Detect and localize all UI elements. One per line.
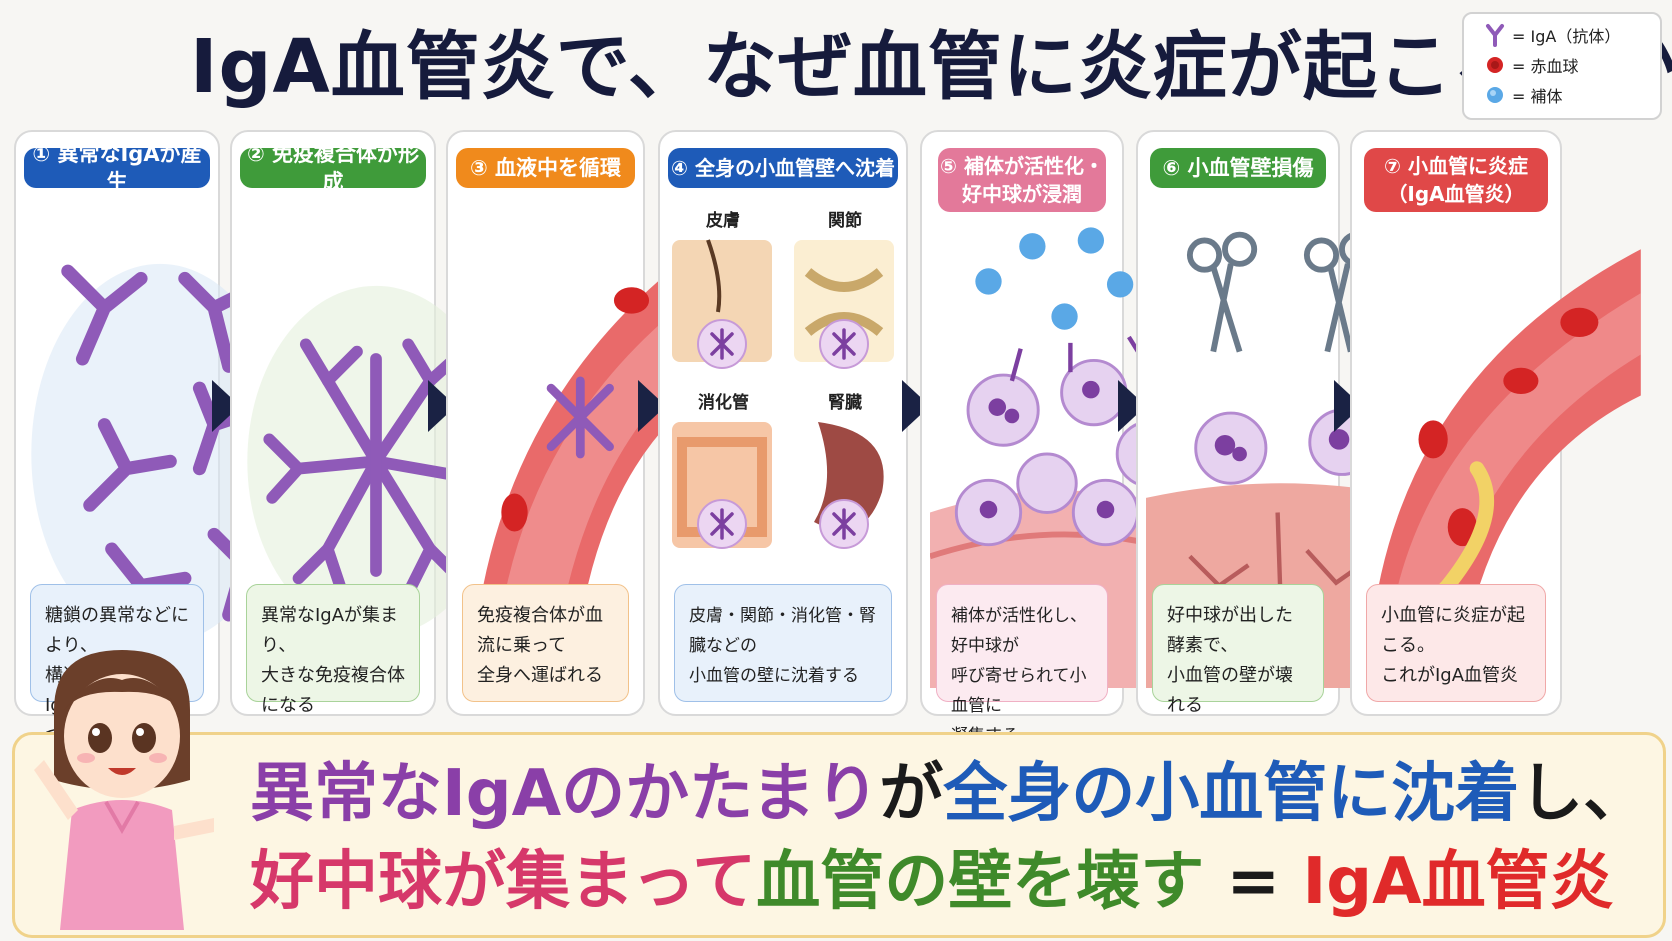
summary-phrase: し、: [1519, 757, 1648, 831]
step-5-badge: ⑤ 補体が活性化・ 好中球が浸潤: [938, 148, 1106, 212]
step-7-description: 小血管に炎症が起こる。 これがIgA血管炎: [1366, 584, 1546, 702]
step-4-description: 皮膚・関節・消化管・腎臓などの 小血管の壁に沈着する: [674, 584, 892, 702]
step-7-badge: ⑦ 小血管に炎症 （IgA血管炎）: [1364, 148, 1548, 212]
complement-icon: [1478, 85, 1512, 105]
organ-label-joint: 関節: [828, 211, 862, 231]
organ-label-skin: 皮膚: [706, 211, 740, 231]
step-3-description: 免疫複合体が血流に乗って 全身へ運ばれる: [462, 584, 629, 702]
legend: = IgA（抗体） = 赤血球 = 補体: [1462, 12, 1662, 120]
legend-item-rbc: = 赤血球: [1478, 50, 1579, 80]
step-6-panel: ⑥ 小血管壁損傷 好中球が出した酵素で、 小血管の壁が壊れる: [1136, 130, 1416, 716]
step-6-description: 好中球が出した酵素で、 小血管の壁が壊れる: [1152, 584, 1324, 716]
step-2-panel: ② 免疫複合体が形成 異常なIgAが集まり、 大きな免疫複合体になる: [230, 130, 505, 716]
step-7-panel: ⑦ 小血管に炎症 （IgA血管炎） 小血管に炎症が起こる。 これがIgA血管炎: [1350, 130, 1641, 716]
step-3-panel: ③ 血液中を循環 免疫複合体が血流に乗って 全身へ運ばれる: [446, 130, 718, 716]
step-6-badge: ⑥ 小血管壁損傷: [1150, 148, 1326, 188]
step-4-badge: ④ 全身の小血管壁へ沈着: [668, 148, 898, 188]
immune-complex-illustration: [247, 285, 505, 637]
red-blood-cell-icon: [1478, 55, 1512, 75]
legend-item-iga: = IgA（抗体）: [1478, 20, 1620, 50]
legend-item-complement: = 補体: [1478, 80, 1563, 110]
summary-phrase: 全身の小血管に沈着: [943, 757, 1520, 831]
step-1-panel: ① 異常なIgAが産生 糖鎖の異常などにより、 構造が不安定なIgAが つくられ…: [14, 130, 289, 746]
legend-label: = 補体: [1512, 87, 1563, 106]
legend-label: = 赤血球: [1512, 57, 1579, 76]
summary-phrase: 異常なIgAのかたまり: [250, 757, 880, 831]
legend-label: = IgA（抗体）: [1512, 27, 1621, 46]
summary-phrase: が: [879, 757, 944, 831]
organ-label-gi-tract: 消化管: [698, 393, 749, 413]
step-5-description: 補体が活性化し、好中球が 呼び寄せられて小血管に 凝集する: [936, 584, 1108, 746]
abnormal-iga-illustration: [31, 263, 289, 645]
summary-line-2: 好中球が集まって血管の壁を壊す = IgA血管炎: [250, 838, 1650, 926]
antibody-icon: [1478, 23, 1512, 47]
summary-text: 異常なIgAのかたまりが全身の小血管に沈着し、 好中球が集まって血管の壁を壊す …: [250, 750, 1650, 926]
summary-phrase: 好中球が集まって: [250, 845, 757, 919]
step-2-badge: ② 免疫複合体が形成: [240, 142, 426, 194]
step-5-panel: ⑤ 補体が活性化・ 好中球が浸潤 補体が活性化し、好中球が 呼び寄せられて小血管…: [920, 130, 1200, 746]
step-1-badge: ① 異常なIgAが産生: [24, 142, 210, 194]
nurse-avatar: [34, 650, 214, 930]
step-4-panel: ④ 全身の小血管壁へ沈着 皮膚 関節 消化管 腎臓 皮膚・関節・消化管・腎臓など…: [658, 130, 908, 716]
step-2-description: 異常なIgAが集まり、 大きな免疫複合体になる: [246, 584, 420, 716]
summary-line-1: 異常なIgAのかたまりが全身の小血管に沈着し、: [250, 750, 1650, 838]
summary-phrase: IgA血管炎: [1302, 845, 1614, 919]
organ-label-kidney: 腎臓: [828, 393, 862, 413]
summary-box: [12, 732, 1666, 938]
summary-phrase: =: [1204, 845, 1303, 919]
page-title: IgA血管炎で、なぜ血管に炎症が起こるのか？: [190, 24, 1672, 110]
summary-phrase: 血管の壁を壊す: [756, 845, 1205, 919]
step-3-badge: ③ 血液中を循環: [456, 148, 635, 188]
organ-deposit-illustration: [672, 239, 894, 549]
